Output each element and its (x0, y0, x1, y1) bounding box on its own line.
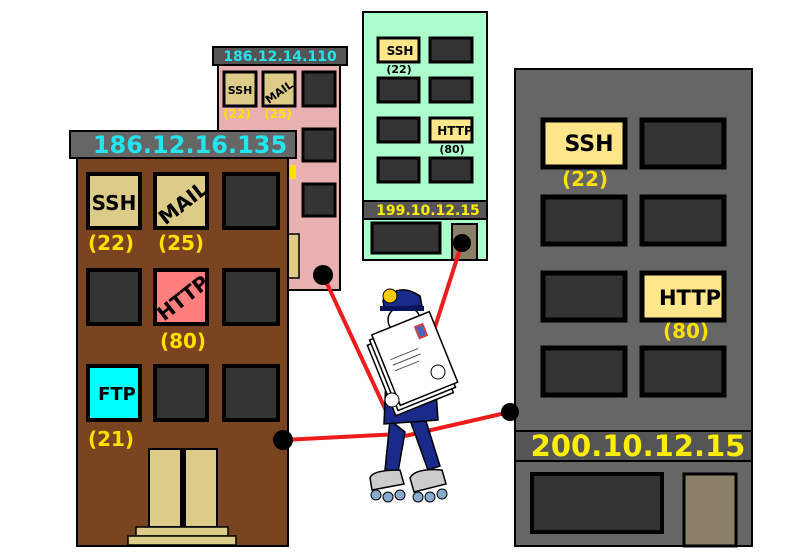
mint-building: SSH (22) HTTP (80) 199.10.12.15 (362, 11, 488, 261)
pink-ssh-port: (22) (223, 107, 251, 121)
gray-ssh-label: SSH (564, 132, 613, 157)
wire-brown (282, 432, 401, 442)
gray-building-ip: 200.10.12.15 (531, 429, 746, 463)
mint-ssh-label: SSH (387, 44, 414, 58)
brown-building: 186.12.16.135 SSH MAIL (22) (25) HTTP (8… (69, 130, 297, 547)
gray-http-window (639, 270, 727, 323)
pink-mail-port: (25) (264, 107, 292, 121)
brown-building-ip-sign (69, 130, 297, 159)
brown-mail-window (153, 172, 209, 230)
brown-http-port: (80) (160, 329, 206, 353)
gray-building: SSH (22) HTTP (80) 200.10.12.15 (514, 68, 753, 548)
mint-http-label: HTTP (437, 124, 473, 138)
wire-pink (321, 274, 397, 431)
brown-building-ip: 186.12.16.135 (93, 131, 287, 159)
node-gray (501, 403, 519, 421)
mint-building-ip: 199.10.12.15 (376, 203, 480, 219)
gray-http-port: (80) (663, 319, 709, 343)
brown-ftp-label: FTP (98, 384, 136, 405)
brown-ssh-label: SSH (92, 191, 137, 215)
gray-ssh-port: (22) (562, 167, 608, 191)
gray-ssh-window (540, 117, 628, 170)
connection-nodes (273, 234, 519, 450)
pink-building-ip-sign (212, 46, 348, 66)
mint-ssh-window (376, 36, 421, 64)
brown-ssh-port: (22) (88, 231, 134, 255)
brown-ssh-window (86, 172, 142, 230)
mailman-on-rollerskates-icon (366, 288, 459, 503)
pink-mail-window (261, 70, 297, 108)
pink-ssh-label: SSH (228, 84, 253, 97)
gray-http-label: HTTP (659, 286, 721, 310)
brown-http-window (153, 268, 209, 326)
mint-http-window (428, 116, 474, 144)
brown-ftp-port: (21) (88, 427, 134, 451)
brown-ftp-window (86, 364, 142, 422)
node-pink (313, 265, 333, 285)
mint-http-port: (80) (439, 143, 464, 156)
mint-building-ip-sign (362, 200, 488, 220)
pink-ssh-window (222, 70, 258, 108)
pink-building-ip: 186.12.14.110 (223, 49, 337, 65)
gray-building-ip-sign (514, 430, 753, 462)
node-mint (453, 234, 471, 252)
brown-mail-port: (25) (158, 231, 204, 255)
node-brown (273, 430, 293, 450)
mint-ssh-port: (22) (386, 63, 411, 76)
